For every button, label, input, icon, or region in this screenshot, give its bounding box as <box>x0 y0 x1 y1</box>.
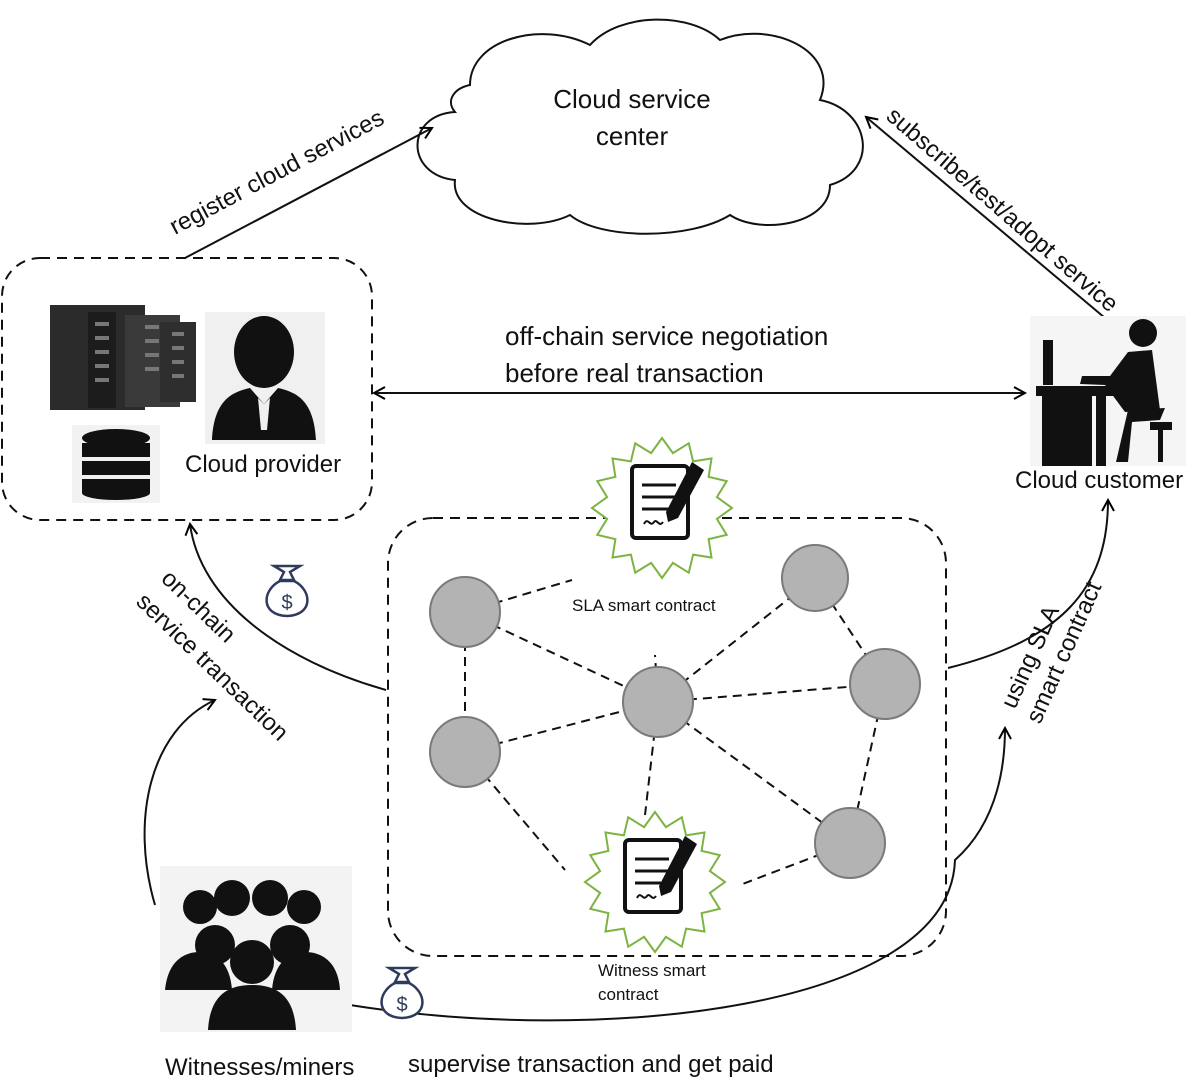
person-at-desk-icon <box>1030 316 1186 466</box>
businessman-icon <box>205 312 325 444</box>
negotiation-label-line1: off-chain service negotiation <box>505 321 828 351</box>
witness-contract-seal: Witness smart contract <box>583 810 727 1004</box>
cloud-shape <box>416 18 864 235</box>
blockchain-network-box <box>387 517 947 957</box>
witness-supervise-arrow <box>143 700 215 906</box>
svg-text:$: $ <box>396 994 407 1016</box>
supervise-path: supervise transaction and get paid <box>349 728 1005 1078</box>
network-node <box>781 544 849 612</box>
sla-contract-seal: SLA smart contract <box>572 436 734 615</box>
cloud-provider-box: Cloud provider <box>1 257 373 521</box>
network-node <box>429 716 501 788</box>
crowd-icon <box>160 866 352 1032</box>
register-arrow: register cloud services <box>165 104 432 259</box>
svg-text:$: $ <box>281 592 292 614</box>
subscribe-arrow: subscribe/test/adopt service <box>866 102 1123 319</box>
subscribe-label: subscribe/test/adopt service <box>881 102 1123 318</box>
negotiation-arrow: off-chain service negotiation before rea… <box>374 321 1025 393</box>
sla-contract-label: SLA smart contract <box>572 596 716 615</box>
cloud-customer-label: Cloud customer <box>1015 467 1183 494</box>
cloud-provider-label: Cloud provider <box>185 451 341 478</box>
money-bag-icon: $ <box>265 564 309 618</box>
cloud-service-center: Cloud service center <box>416 18 864 235</box>
cloud-center-label-line1: Cloud service <box>553 84 711 114</box>
server-rack-icon <box>50 305 196 410</box>
negotiation-label-line2: before real transaction <box>505 358 764 388</box>
register-label: register cloud services <box>165 104 388 240</box>
witnesses-label: Witnesses/miners <box>165 1054 354 1081</box>
witness-contract-label-line1: Witness smart <box>598 961 706 980</box>
witness-contract-label-line2: contract <box>598 985 659 1004</box>
using-sla-arrow: using SLA smart contract <box>947 500 1108 727</box>
network-nodes <box>429 544 921 879</box>
database-icon <box>72 425 160 503</box>
money-bag-icon: $ <box>380 966 424 1020</box>
network-node <box>429 576 501 648</box>
supervise-label: supervise transaction and get paid <box>408 1051 774 1078</box>
on-chain-arrow: on-chain service transaction <box>131 524 387 746</box>
cloud-center-label-line2: center <box>596 121 669 151</box>
network-node <box>849 648 921 720</box>
network-node <box>622 666 694 738</box>
network-node <box>814 807 886 879</box>
